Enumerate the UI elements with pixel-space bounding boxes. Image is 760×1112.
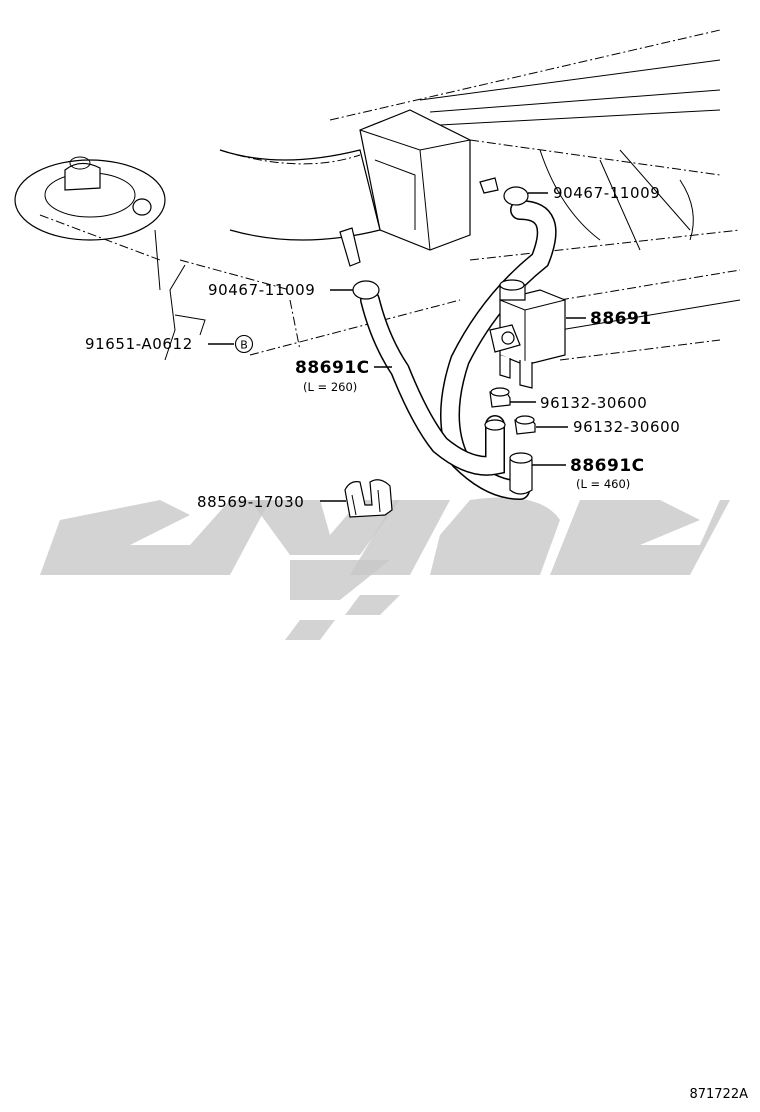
- label-hose-long-length: (L = 460): [576, 477, 630, 491]
- bracket-drawing: [344, 479, 393, 518]
- vsv-valve-drawing: [489, 279, 566, 389]
- label-hose-long: 88691C: [570, 456, 645, 476]
- engine-outline: [14, 29, 741, 361]
- part-labels: 90467-11009 90467-11009 91651-A0612 8869…: [85, 184, 680, 511]
- figure-id: 871722A: [689, 1087, 748, 1102]
- label-bracket: 88569-17030: [197, 493, 304, 511]
- callout-b-letter: B: [240, 339, 248, 352]
- leader-lines: [208, 192, 586, 502]
- label-clamp-upper: 90467-11009: [553, 184, 660, 202]
- label-valve: 88691: [590, 309, 652, 329]
- label-clamp-left: 90467-11009: [208, 281, 315, 299]
- watermark-logo: [40, 497, 730, 640]
- label-plug-1: 96132-30600: [540, 394, 647, 412]
- label-bolt: 91651-A0612: [85, 335, 193, 353]
- vacuum-plugs: [489, 387, 536, 435]
- label-hose-short-length: (L = 260): [303, 380, 357, 394]
- label-plug-2: 96132-30600: [573, 418, 680, 436]
- callout-b: B: [234, 334, 254, 354]
- label-hose-short: 88691C: [295, 358, 370, 378]
- hose-clamps: [339, 177, 529, 300]
- vacuum-hoses: [360, 200, 557, 500]
